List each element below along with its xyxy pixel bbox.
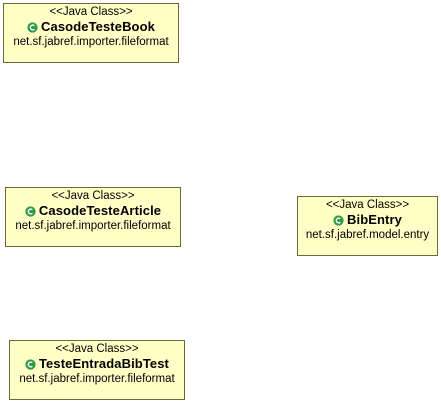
class-box-casodetestebook[interactable]: <<Java Class>> CasodeTesteBook net.sf.ja… xyxy=(3,3,179,63)
class-name: CasodeTesteArticle xyxy=(38,203,162,218)
class-stereotype: <<Java Class>> xyxy=(51,190,135,202)
class-package: net.sf.jabref.importer.fileformat xyxy=(13,36,169,48)
class-package: net.sf.jabref.model.entry xyxy=(305,229,430,241)
class-title: BibEntry xyxy=(298,212,437,228)
class-icon xyxy=(27,21,38,33)
class-stereotype: <<Java Class>> xyxy=(55,343,139,355)
class-box-testeentradabibtest[interactable]: <<Java Class>> TesteEntradaBibTest net.s… xyxy=(9,340,185,400)
class-box-casodetestearticle[interactable]: <<Java Class>> CasodeTesteArticle net.sf… xyxy=(5,187,181,247)
class-title: CasodeTesteArticle xyxy=(6,203,180,219)
class-box-bibentry[interactable]: <<Java Class>> BibEntry net.sf.jabref.mo… xyxy=(297,196,438,256)
class-icon xyxy=(333,214,344,226)
class-name: TesteEntradaBibTest xyxy=(38,356,169,371)
class-title: CasodeTesteBook xyxy=(4,19,178,35)
class-name: CasodeTesteBook xyxy=(41,19,155,34)
class-icon xyxy=(25,358,36,370)
class-stereotype: <<Java Class>> xyxy=(49,6,133,18)
class-package: net.sf.jabref.importer.fileformat xyxy=(15,220,171,232)
class-name: BibEntry xyxy=(347,212,402,227)
class-package: net.sf.jabref.importer.fileformat xyxy=(19,373,175,385)
class-stereotype: <<Java Class>> xyxy=(325,199,410,211)
class-icon xyxy=(25,205,36,217)
class-title: TesteEntradaBibTest xyxy=(10,356,184,372)
